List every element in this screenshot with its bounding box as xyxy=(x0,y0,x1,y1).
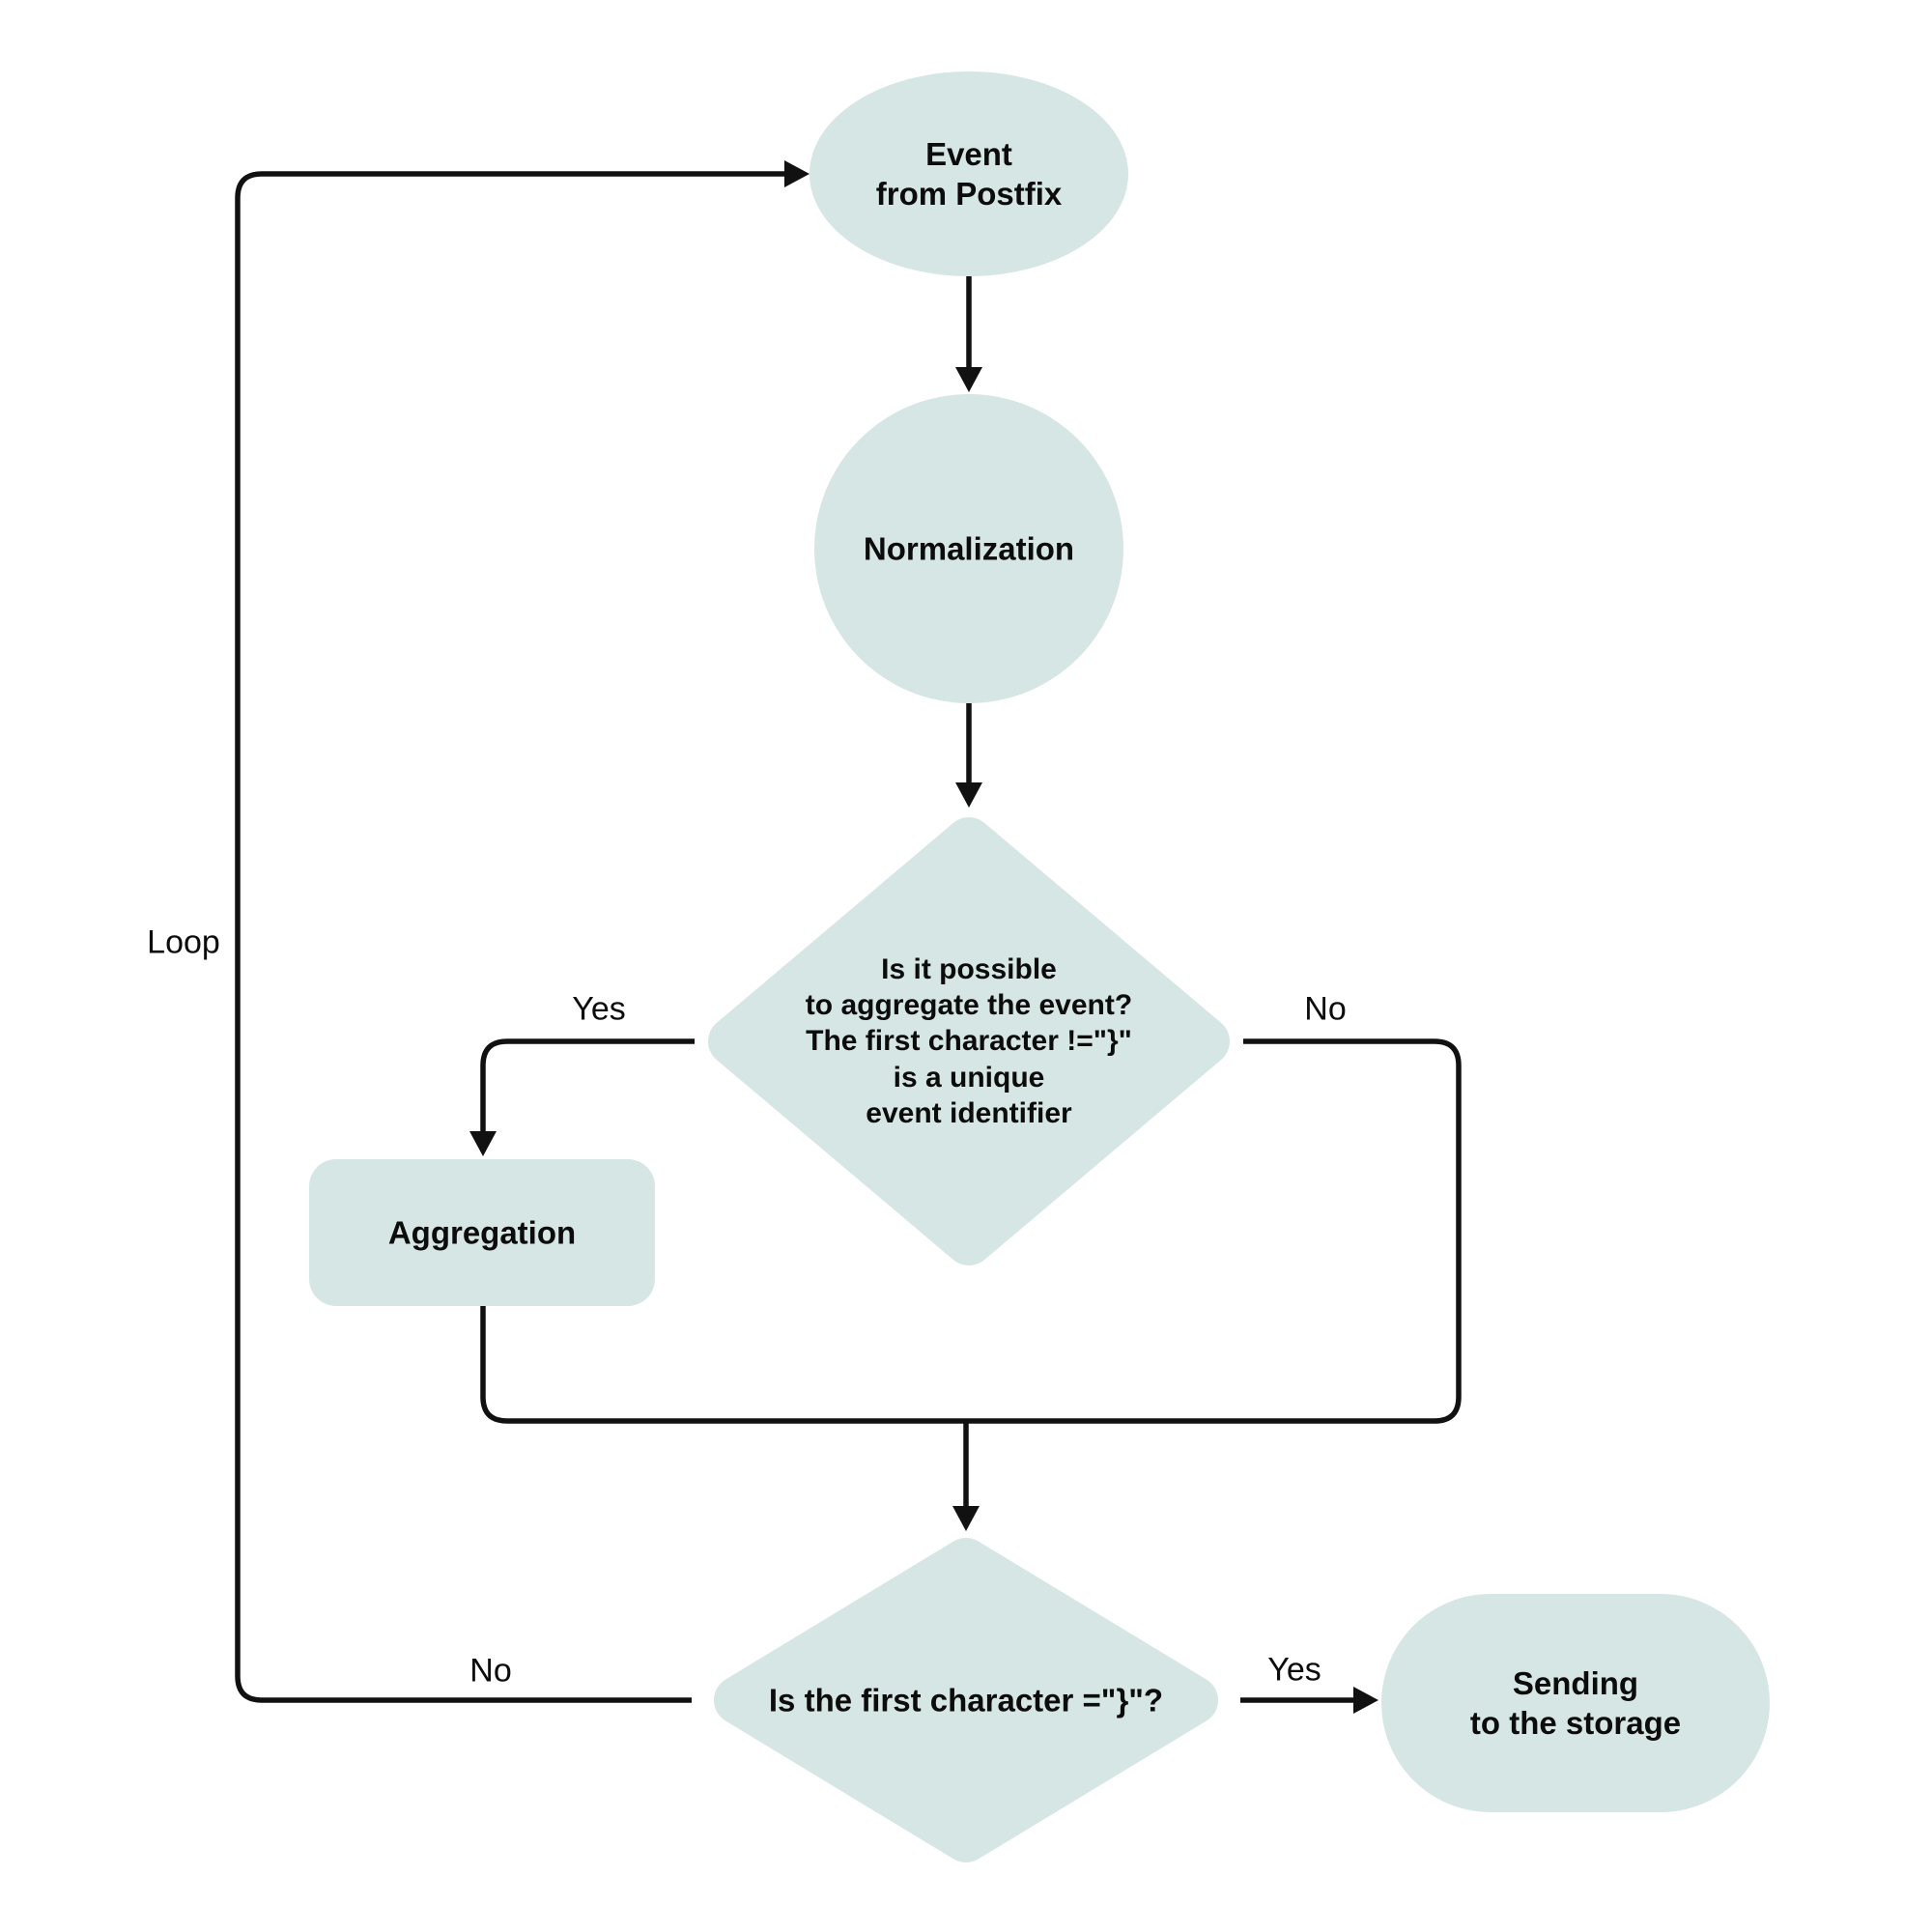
node-label-sending: Sending to the storage xyxy=(1469,1664,1682,1741)
aggregate-decision-diamond xyxy=(708,817,1230,1265)
arrowhead-loop-into-start xyxy=(784,160,810,187)
node-label-aggregation: Aggregation xyxy=(387,1214,577,1251)
edge-aggregate-no xyxy=(966,1038,1462,1424)
arrowhead-into-aggregate-decision xyxy=(955,782,982,808)
arrowhead-into-sending xyxy=(1353,1687,1378,1714)
sending-stadium xyxy=(1381,1594,1770,1812)
arrowhead-into-aggregation xyxy=(469,1131,497,1156)
edge-label-aggregate-no: No xyxy=(1304,990,1347,1028)
node-label-start: Event from Postfix xyxy=(875,135,1063,212)
node-label-aggregate-decision: Is it possible to aggregate the event? T… xyxy=(805,953,1133,1129)
edge-aggregation-merge xyxy=(480,1306,966,1424)
arrowhead-into-first-char-decision xyxy=(952,1506,980,1531)
edge-loop xyxy=(235,171,786,1703)
edge-label-loop: Loop xyxy=(147,923,220,961)
node-label-normalization: Normalization xyxy=(863,530,1075,567)
normalization-circle xyxy=(814,394,1123,703)
start-ellipse xyxy=(810,71,1128,276)
edge-label-first-char-yes: Yes xyxy=(1267,1651,1321,1689)
edge-label-aggregate-yes: Yes xyxy=(572,990,626,1028)
first-char-decision-diamond xyxy=(714,1538,1218,1862)
edge-aggregate-yes xyxy=(480,1038,695,1133)
aggregation-box xyxy=(309,1159,655,1306)
edge-label-first-char-no: No xyxy=(469,1652,512,1690)
arrowhead-into-normalization xyxy=(955,367,982,392)
node-label-first-char-decision: Is the first character ="}"? xyxy=(768,1682,1164,1719)
